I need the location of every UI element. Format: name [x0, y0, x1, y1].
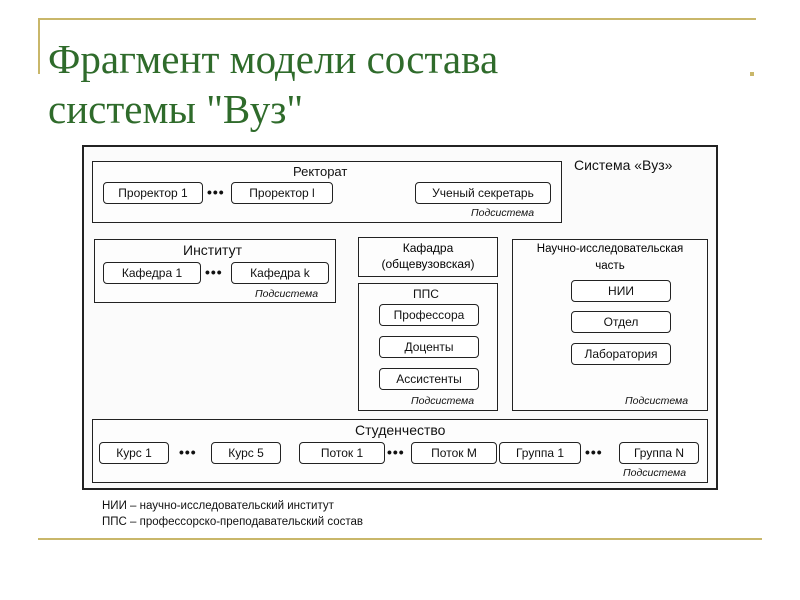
research-frame: Научно-исследовательская часть НИИ Отдел…	[512, 239, 708, 411]
legend-pps: ППС – профессорско-преподавательский сос…	[102, 516, 364, 528]
docents-box: Доценты	[379, 336, 479, 358]
system-label: Система «Вуз»	[574, 157, 673, 173]
laboratory-box: Лаборатория	[571, 343, 671, 365]
rectorate-frame: Ректорат Проректор 1 ••• Проректор l Уче…	[92, 161, 562, 223]
assistants-box: Ассистенты	[379, 368, 479, 390]
legend-nii: НИИ – научно-исследовательский институт	[102, 500, 334, 512]
left-rule	[38, 18, 40, 74]
university-department-frame: Кафадра (общевузовская)	[358, 237, 498, 277]
prorector-1-box: Проректор 1	[103, 182, 203, 204]
institute-subsystem-label: Подсистема	[255, 288, 319, 300]
students-title: Студенчество	[355, 422, 446, 438]
university-department-line-1: Кафадра	[402, 241, 454, 255]
streams-ellipsis: •••	[387, 444, 405, 460]
pps-subsystem-label: Подсистема	[411, 395, 475, 407]
rectorate-title: Ректорат	[293, 164, 348, 179]
group-1-box: Группа 1	[499, 442, 581, 464]
accent-dot	[750, 72, 754, 76]
institute-ellipsis: •••	[205, 264, 223, 280]
institute-title: Институт	[183, 242, 243, 258]
slide-title-line-2: системы "Вуз"	[48, 86, 304, 132]
students-frame: Студенчество Курс 1 ••• Курс 5 Поток 1 •…	[92, 419, 708, 483]
course-1-box: Курс 1	[99, 442, 169, 464]
slide-title-line-1: Фрагмент модели состава	[48, 36, 499, 82]
research-institute-box: НИИ	[571, 280, 671, 302]
courses-ellipsis: •••	[179, 444, 197, 460]
abbreviation-legend: НИИ – научно-исследовательский институт …	[102, 498, 363, 530]
university-department-line-2: (общевузовская)	[381, 257, 475, 271]
course-5-box: Курс 5	[211, 442, 281, 464]
system-diagram: Система «Вуз» Ректорат Проректор 1 ••• П…	[82, 145, 718, 490]
rectorate-subsystem-label: Подсистема	[471, 207, 535, 219]
stream-m-box: Поток M	[411, 442, 497, 464]
research-title-line-1: Научно-исследовательская	[536, 243, 684, 255]
groups-ellipsis: •••	[585, 444, 603, 460]
professors-box: Профессора	[379, 304, 479, 326]
institute-frame: Институт Кафедра 1 ••• Кафедра k Подсист…	[94, 239, 336, 303]
rectorate-ellipsis: •••	[207, 184, 225, 200]
research-title-line-2: часть	[595, 260, 625, 272]
department-k-box: Кафедра k	[231, 262, 329, 284]
department-1-box: Кафедра 1	[103, 262, 201, 284]
bottom-rule	[38, 538, 762, 540]
research-subsystem-label: Подсистема	[625, 395, 689, 407]
group-n-box: Группа N	[619, 442, 699, 464]
slide-title: Фрагмент модели состава системы "Вуз"	[48, 34, 738, 134]
top-rule	[38, 18, 756, 20]
division-box: Отдел	[571, 311, 671, 333]
students-subsystem-label: Подсистема	[623, 467, 687, 479]
stream-1-box: Поток 1	[299, 442, 385, 464]
prorector-l-box: Проректор l	[231, 182, 333, 204]
pps-frame: ППС Профессора Доценты Ассистенты Подсис…	[358, 283, 498, 411]
scientific-secretary-box: Ученый секретарь	[415, 182, 551, 204]
pps-title: ППС	[413, 287, 439, 301]
